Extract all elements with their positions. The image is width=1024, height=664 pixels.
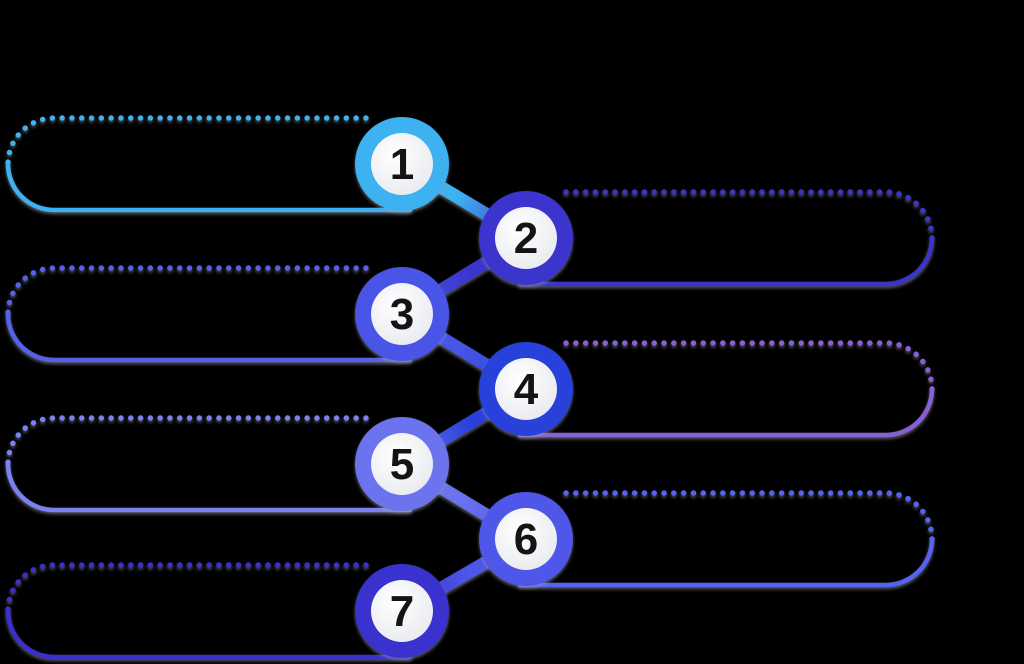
step-2-pill-solid-border	[517, 235, 935, 287]
step-4-pill-solid-border	[517, 386, 935, 438]
step-7-pill-solid-border	[5, 608, 413, 660]
step-3-pill-dotted-border	[5, 265, 369, 317]
step-1-pill-dotted-border	[5, 115, 369, 167]
step-6-node-inner	[495, 508, 557, 570]
step-7-number: 7	[390, 587, 414, 636]
step-nodes: 1 2 3 4 5 6 7	[355, 117, 573, 658]
step-6-pill-dotted-border	[563, 490, 935, 542]
step-6-node: 6	[479, 492, 573, 586]
step-7-node: 7	[355, 564, 449, 658]
step-5-pill-solid-border	[5, 461, 413, 513]
step-5-pill-dotted-border	[5, 415, 369, 467]
step-1-node-inner	[371, 133, 433, 195]
step-6-pill-solid-border	[517, 536, 935, 588]
step-1-pill-solid-border	[5, 161, 413, 213]
step-1-number: 1	[390, 140, 414, 189]
step-3-number: 3	[390, 290, 414, 339]
step-3-node-inner	[371, 283, 433, 345]
step-2-pill-dotted-border	[563, 189, 935, 241]
pill-tracks	[5, 115, 935, 660]
step-7-node-inner	[371, 580, 433, 642]
step-6-number: 6	[514, 515, 538, 564]
step-2-number: 2	[514, 214, 538, 263]
step-2-node-inner	[495, 207, 557, 269]
step-2-node: 2	[479, 191, 573, 285]
step-5-node-inner	[371, 433, 433, 495]
step-3-pill-solid-border	[5, 311, 413, 363]
step-3-node: 3	[355, 267, 449, 361]
step-1-node: 1	[355, 117, 449, 211]
step-4-pill-dotted-border	[563, 340, 935, 392]
step-5-node: 5	[355, 417, 449, 511]
step-4-number: 4	[514, 365, 539, 414]
step-5-number: 5	[390, 440, 414, 489]
step-4-node-inner	[495, 358, 557, 420]
step-7-pill-dotted-border	[5, 562, 369, 614]
step-4-node: 4	[479, 342, 573, 436]
